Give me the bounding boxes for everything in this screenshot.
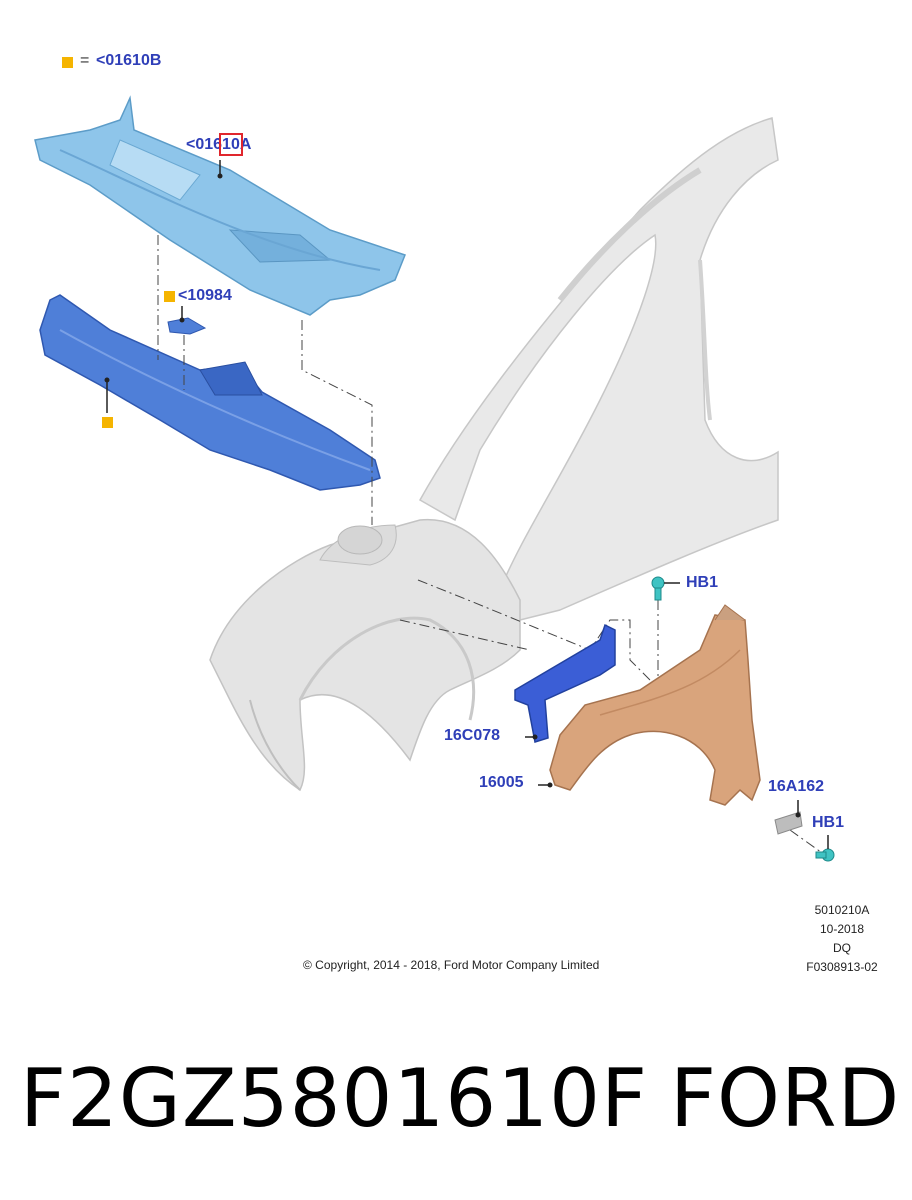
callout-hb1-bottom[interactable]: HB1 [812,814,845,831]
part-number: F2GZ5801610F [20,1052,649,1145]
callout-01610a-suffix: A [239,136,252,153]
callout-01610a-highlight: 10 [219,133,243,156]
callout-16a162[interactable]: 16A162 [768,778,825,795]
callout-hb1-top[interactable]: HB1 [686,574,719,591]
callout-01610a[interactable]: <01610A [186,133,252,156]
meta-block: 5010210A 10-2018 DQ F0308913-02 [800,901,884,977]
assembly-lines [157,235,826,856]
copyright-notice: © Copyright, 2014 - 2018, Ford Motor Com… [303,958,600,972]
meta-line-3: DQ [833,941,851,955]
fastener-hb1-top [651,576,665,601]
callout-10984[interactable]: <10984 [178,287,232,304]
body-side-shell [209,117,779,792]
meta-line-1: 5010210A [814,903,870,917]
clip-16a162 [774,811,803,835]
fastener-hb1-bottom [815,848,835,862]
lower-cowl-panel [39,294,381,491]
callout-01610a-prefix: <016 [186,136,223,153]
legend-code[interactable]: <01610B [96,52,162,69]
upper-cowl-panel [34,95,406,316]
callout-16c078[interactable]: 16C078 [444,727,501,744]
fender-bracket-16c078 [514,623,616,743]
parts-diagram: = <01610B [34,52,884,977]
exploded-view-drawing [34,95,835,862]
meta-line-2: 10-2018 [819,922,865,936]
legend-equals: = [80,52,90,69]
legend-marker-icon [62,57,73,68]
marker-lower-cowl-icon [102,417,113,428]
marker-10984-icon [164,291,175,302]
fender-16005 [549,604,761,806]
meta-line-4: F0308913-02 [806,960,878,974]
bracket-10984 [167,317,207,335]
callout-16005[interactable]: 16005 [479,774,524,791]
brand-name: FORD [670,1052,901,1145]
